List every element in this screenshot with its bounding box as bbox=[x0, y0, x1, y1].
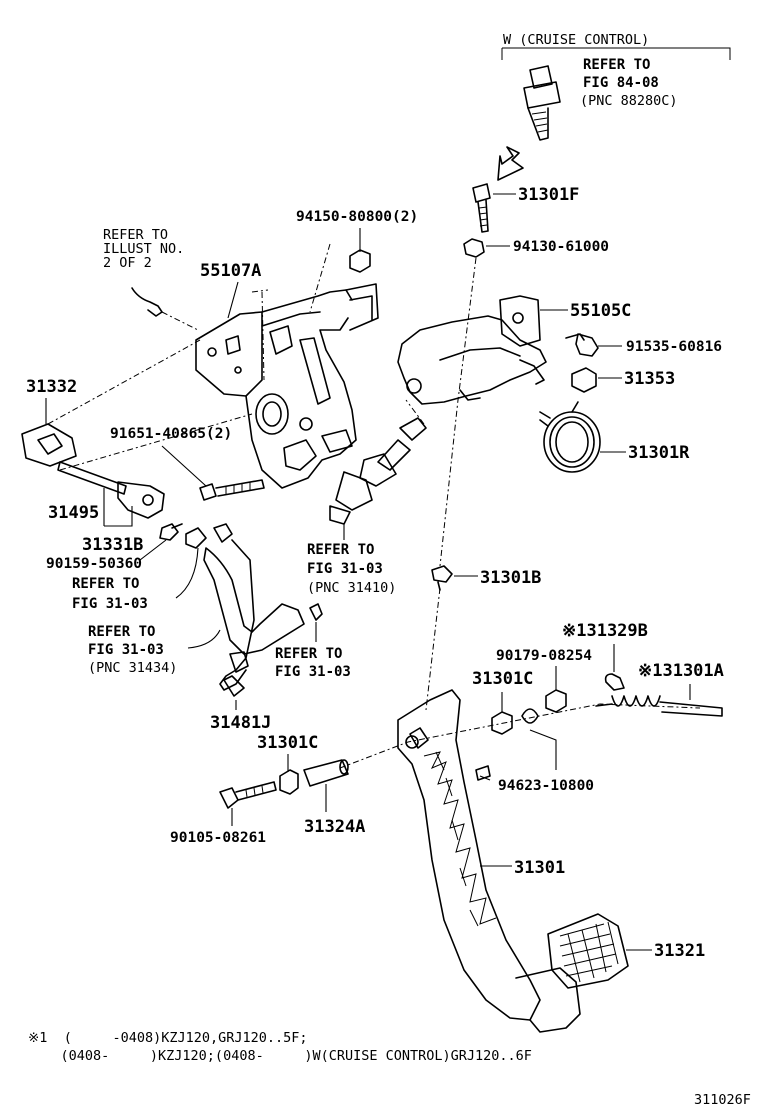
dash-bracket-top bbox=[251, 289, 269, 293]
part-31332: 31332 bbox=[26, 377, 77, 397]
clip-31353-icon bbox=[571, 367, 597, 393]
dash-push-rod bbox=[405, 399, 425, 425]
cruise-refer-line3: (PNC 88280C) bbox=[580, 93, 678, 109]
part-94623: 94623-10800 bbox=[498, 778, 594, 794]
bolt-91535-icon bbox=[565, 333, 599, 357]
direction-arrow-icon bbox=[497, 146, 524, 181]
bolt-31301f-icon bbox=[472, 183, 491, 233]
cruise-switch-icon bbox=[523, 65, 561, 141]
screw-90159-icon bbox=[159, 523, 183, 541]
illust-refer-line1: REFER TO bbox=[103, 227, 168, 243]
part-31301a: ※131301A bbox=[638, 661, 724, 681]
spacer-31324a-icon bbox=[303, 759, 349, 787]
dash-axis bbox=[339, 703, 701, 769]
illust-refer-line2: ILLUST NO. bbox=[103, 241, 184, 257]
leader-fig-a bbox=[175, 547, 199, 599]
figure-id: 311026F bbox=[694, 1092, 751, 1108]
part-31301f: 31301F bbox=[518, 185, 579, 205]
nut-94130-icon bbox=[463, 238, 485, 258]
fig-b-line3: (PNC 31434) bbox=[88, 660, 177, 676]
part-55105c: 55105C bbox=[570, 301, 631, 321]
push-rod-icon bbox=[329, 417, 427, 525]
part-31331b: 31331B bbox=[82, 535, 143, 555]
clip-31329b-icon bbox=[604, 673, 625, 691]
cruise-refer-line1: REFER TO bbox=[583, 57, 650, 73]
fig-a-line2: FIG 31-03 bbox=[72, 596, 148, 612]
washer-94623-icon bbox=[521, 708, 539, 724]
fig-a-line1: REFER TO bbox=[72, 576, 139, 592]
pedal-pad-31321-icon bbox=[547, 913, 629, 989]
dash-pin bbox=[59, 413, 253, 471]
fig-d-line1: REFER TO bbox=[275, 646, 342, 662]
dash-harness bbox=[161, 311, 199, 331]
bolt-90105-icon bbox=[219, 781, 277, 809]
leader-55107a bbox=[227, 281, 239, 319]
leader-91651 bbox=[161, 445, 207, 487]
footnote-line1: ※1 ( -0408)KZJ120,GRJ120..5F; bbox=[28, 1030, 308, 1046]
bracket-55105c-icon bbox=[397, 295, 547, 405]
fig-c-line3: (PNC 31410) bbox=[307, 580, 396, 596]
footnote-line2: (0408- )KZJ120;(0408- )W(CRUISE CONTROL)… bbox=[28, 1048, 532, 1064]
part-55107a: 55107A bbox=[200, 261, 261, 281]
part-90179: 90179-08254 bbox=[496, 648, 592, 664]
part-31301r: 31301R bbox=[628, 443, 690, 463]
part-94150: 94150-80800(2) bbox=[296, 209, 418, 225]
cruise-refer-line2: FIG 84-08 bbox=[583, 75, 659, 91]
brake-pedal-arm-icon bbox=[397, 689, 581, 1033]
harness-stub-icon bbox=[131, 287, 163, 317]
bracket-55107a-icon bbox=[195, 283, 379, 489]
fig-b-line1: REFER TO bbox=[88, 624, 155, 640]
leader-31495 bbox=[103, 488, 133, 527]
nut-90179-icon bbox=[545, 689, 567, 713]
part-90159: 90159-50360 bbox=[46, 556, 142, 572]
bush-31301c-left-icon bbox=[279, 769, 299, 795]
part-91651: 91651-40865(2) bbox=[110, 426, 232, 442]
leader-fig-b bbox=[187, 629, 221, 649]
fig-b-line2: FIG 31-03 bbox=[88, 642, 164, 658]
part-31301b: 31301B bbox=[480, 568, 541, 588]
part-90105: 90105-08261 bbox=[170, 830, 266, 846]
stopper-31301b-icon bbox=[431, 565, 453, 591]
part-94130: 94130-61000 bbox=[513, 239, 609, 255]
part-31481j: 31481J bbox=[210, 713, 271, 733]
nut-94150-icon bbox=[349, 249, 371, 273]
dash-vertical-upper bbox=[439, 257, 477, 567]
pin-31495-icon bbox=[57, 461, 165, 519]
bush-31301c-right-icon bbox=[491, 711, 513, 735]
part-31301: 31301 bbox=[514, 858, 565, 878]
leader-94623 bbox=[529, 729, 557, 770]
dash-bracket-side bbox=[261, 291, 265, 381]
part-31324a: 31324A bbox=[304, 817, 365, 837]
leader-90159 bbox=[139, 539, 167, 561]
part-31301c-right: 31301C bbox=[472, 669, 533, 689]
hose-clamp-icon bbox=[185, 523, 305, 697]
dash-31332 bbox=[47, 339, 201, 425]
fig-c-line1: REFER TO bbox=[307, 542, 374, 558]
part-31321: 31321 bbox=[654, 941, 705, 961]
illust-refer-line3: 2 OF 2 bbox=[103, 255, 152, 271]
part-91535: 91535-60816 bbox=[626, 339, 722, 355]
dash-94150 bbox=[309, 243, 331, 313]
connector-clip-icon bbox=[309, 603, 323, 621]
part-31495: 31495 bbox=[48, 503, 99, 523]
cruise-control-title: W (CRUISE CONTROL) bbox=[503, 32, 649, 48]
cruise-bracket-line bbox=[501, 47, 731, 60]
spring-31301a-icon bbox=[595, 695, 723, 717]
part-31353: 31353 bbox=[624, 369, 675, 389]
fig-c-line2: FIG 31-03 bbox=[307, 561, 383, 577]
bush-31332-icon bbox=[21, 423, 77, 467]
part-31329b: ※131329B bbox=[562, 621, 648, 641]
spring-31301r-icon bbox=[539, 401, 601, 473]
dash-vertical-lower bbox=[425, 587, 441, 711]
bolt-91651-icon bbox=[199, 479, 265, 501]
fig-d-line2: FIG 31-03 bbox=[275, 664, 351, 680]
part-31301c-left: 31301C bbox=[257, 733, 318, 753]
